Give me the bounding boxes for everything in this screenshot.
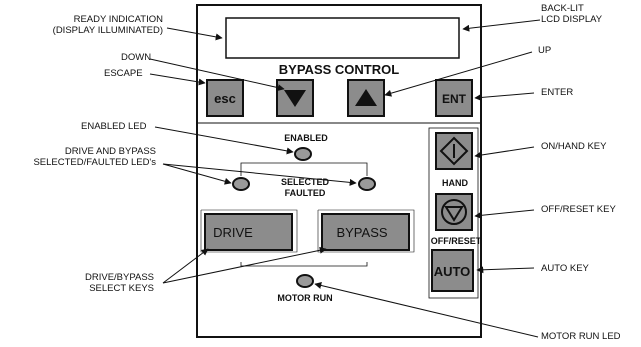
escape-leader [149, 73, 206, 86]
on-hand-key-callout: ON/HAND KEY [541, 141, 607, 152]
select-keys-leader-bypass [162, 246, 327, 284]
enabled-led-leader [154, 126, 294, 155]
down-leader [149, 58, 285, 92]
drive-led-leader [162, 163, 232, 185]
on-hand-leader [474, 146, 535, 159]
down-triangle-icon [284, 90, 306, 107]
back-lit-line2: LCD DISPLAY [541, 14, 603, 25]
drive-bypass-leds-callout: DRIVE AND BYPASS SELECTED/FAULTED LED's [33, 146, 156, 168]
selected-faulted-bracket [240, 162, 368, 176]
back-lit-callout: BACK-LIT LCD DISPLAY [541, 3, 602, 25]
escape-key[interactable]: esc [206, 79, 244, 117]
drive-key-label: DRIVE [213, 225, 253, 240]
enabled-label: ENABLED [284, 133, 328, 143]
ready-indication-line2: (DISPLAY ILLUMINATED) [52, 25, 163, 36]
up-triangle-icon [355, 89, 377, 106]
up-leader [384, 51, 533, 97]
lcd-display [225, 17, 460, 59]
faulted-label: FAULTED [285, 188, 326, 198]
up-callout: UP [538, 45, 552, 56]
enabled-led [294, 147, 312, 161]
ready-indication-callout: READY INDICATION (DISPLAY ILLUMINATED) [53, 14, 163, 36]
auto-key[interactable]: AUTO [431, 249, 474, 292]
hand-label: HAND [442, 178, 468, 188]
bypass-select-key[interactable]: BYPASS [321, 213, 410, 251]
off-reset-key-callout: OFF/RESET KEY [541, 204, 616, 215]
escape-callout: ESCAPE [104, 68, 143, 79]
off-reset-label: OFF/RESET [431, 236, 482, 246]
auto-key-callout: AUTO KEY [541, 263, 589, 274]
ready-indication-line1: READY INDICATION [73, 14, 163, 25]
select-keys-line2: SELECT KEYS [89, 283, 154, 294]
escape-key-label: esc [214, 91, 236, 106]
bypass-key-surround [317, 209, 415, 253]
down-key[interactable] [276, 79, 314, 117]
drive-key-surround [200, 209, 298, 253]
ready-indication-leader [166, 27, 223, 41]
auto-key-label: AUTO [434, 264, 471, 279]
select-keys-bracket [240, 262, 368, 267]
enabled-led-callout: ENABLED LED [81, 121, 147, 132]
on-hand-key[interactable] [435, 132, 473, 170]
select-keys-leader-drive [162, 248, 209, 284]
panel-title: BYPASS CONTROL [279, 62, 399, 77]
up-key[interactable] [347, 79, 385, 117]
back-lit-leader [462, 19, 541, 32]
selected-label: SELECTED [281, 177, 330, 187]
circle-stop-icon [441, 199, 467, 225]
enter-key-label: ENT [442, 92, 467, 106]
back-lit-line1: BACK-LIT [541, 3, 584, 14]
enter-callout: ENTER [541, 87, 574, 98]
drive-bypass-leds-line2: SELECTED/FAULTED LED's [33, 157, 156, 168]
off-reset-key[interactable] [435, 193, 473, 231]
bypass-led-leader [162, 163, 357, 186]
bypass-key-label: BYPASS [336, 225, 387, 240]
motor-run-label: MOTOR RUN [277, 293, 332, 303]
off-reset-leader [474, 209, 535, 219]
motor-run-led [296, 274, 314, 288]
down-callout: DOWN [121, 52, 152, 63]
motor-run-leader [314, 282, 539, 338]
auto-key-leader [476, 266, 535, 274]
drive-select-key[interactable]: DRIVE [204, 213, 293, 251]
circle-stop-icon-triangle [444, 206, 464, 222]
enter-leader [474, 92, 535, 101]
bypass-selected-faulted-led [358, 177, 376, 191]
diamond-start-icon [439, 136, 469, 166]
drive-selected-faulted-led [232, 177, 250, 191]
select-keys-callout: DRIVE/BYPASS SELECT KEYS [85, 272, 154, 294]
enter-key[interactable]: ENT [435, 79, 473, 117]
select-keys-line1: DRIVE/BYPASS [85, 272, 154, 283]
drive-bypass-leds-line1: DRIVE AND BYPASS [64, 146, 156, 157]
motor-run-led-callout: MOTOR RUN LED [541, 331, 621, 342]
